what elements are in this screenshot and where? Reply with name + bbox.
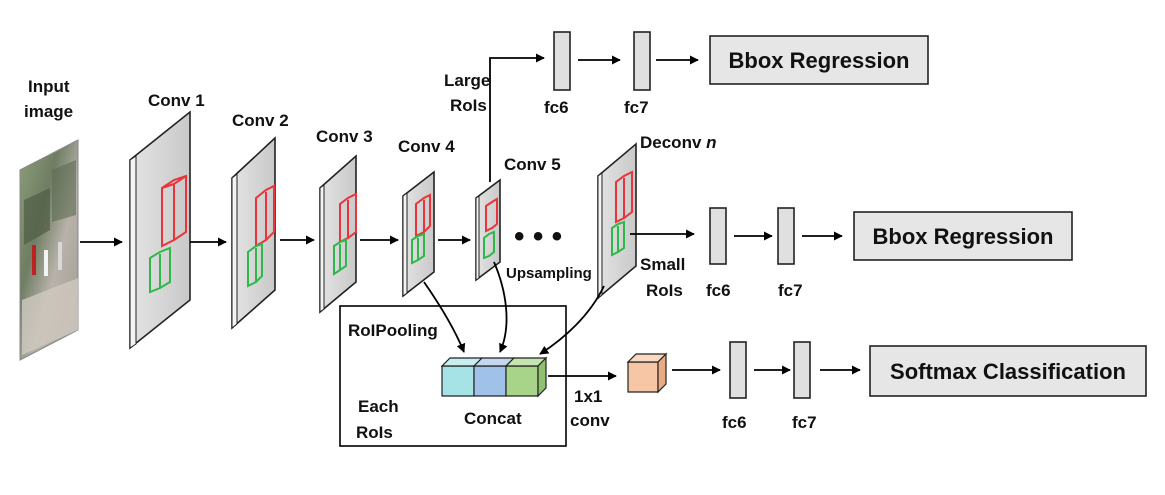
roipooling-label: RoIPooling [348, 321, 438, 340]
conv1-layer [129, 110, 191, 350]
input-image [19, 139, 79, 361]
fc7-top-label: fc7 [624, 98, 649, 117]
fc6-mid-layer [709, 207, 727, 265]
each-rois-line1: Each [358, 397, 399, 416]
conv2-layer [231, 136, 276, 330]
bbox-regression-mid-label: Bbox Regression [873, 224, 1054, 249]
input-label-line1: Input [28, 77, 70, 96]
bbox-regression-top-box [709, 35, 929, 85]
fc6-bottom-layer [729, 341, 747, 399]
each-rois-line2: RoIs [356, 423, 393, 442]
conv5-label: Conv 5 [504, 155, 561, 174]
conv4-roi-red [415, 193, 431, 238]
conv4-label: Conv 4 [398, 137, 455, 156]
fc7-mid-layer [777, 207, 795, 265]
small-rois-line1: Small [640, 255, 685, 274]
conv1x1-line2: conv [570, 411, 610, 430]
fc7-mid-label: fc7 [778, 281, 803, 300]
large-rois-line1: Large [444, 71, 490, 90]
softmax-classification-box [869, 345, 1147, 397]
small-rois-line2: RoIs [646, 281, 683, 300]
arrow-conv4-concat [423, 281, 466, 353]
fc6-bottom-label: fc6 [722, 413, 747, 432]
conv5-roi-red [485, 197, 498, 233]
fc7-top-layer [633, 31, 651, 91]
upsampling-label: Upsampling [506, 265, 592, 282]
fc6-mid-label: fc6 [706, 281, 731, 300]
deconv-roi-green [611, 220, 625, 257]
conv4-layer [402, 170, 435, 298]
softmax-classification-label: Softmax Classification [890, 359, 1126, 384]
fc7-bottom-layer [793, 341, 811, 399]
concat-label: Concat [464, 409, 522, 428]
bbox-regression-mid-box [853, 211, 1073, 261]
conv5-roi-green [483, 230, 495, 260]
concat-cubes [440, 356, 548, 398]
bbox-regression-top-label: Bbox Regression [729, 48, 910, 73]
fc7-bottom-label: fc7 [792, 413, 817, 432]
large-rois-line2: RoIs [450, 96, 487, 115]
input-label-line2: image [24, 102, 73, 121]
fc6-top-layer [553, 31, 571, 91]
conv1-roi-red [161, 174, 187, 248]
conv3-label: Conv 3 [316, 127, 373, 146]
conv1-label: Conv 1 [148, 91, 205, 110]
conv1x1-cube [626, 352, 668, 394]
conv2-roi-green [247, 242, 263, 288]
deconv-roi-red [615, 170, 633, 224]
ellipsis-dots: • • • [514, 220, 562, 253]
conv1x1-line1: 1x1 [574, 387, 602, 406]
arrow-large-rois [489, 53, 545, 182]
conv2-label: Conv 2 [232, 111, 289, 130]
arrow-deconv-concat [539, 285, 605, 355]
fc6-top-label: fc6 [544, 98, 569, 117]
conv3-roi-green [333, 238, 347, 276]
conv3-layer [319, 154, 357, 314]
deconv-label: Deconv n [640, 133, 717, 152]
conv4-roi-green [411, 232, 425, 265]
conv1-roi-green [149, 246, 171, 294]
arrow-conv5-concat [493, 261, 508, 353]
conv5-layer [475, 178, 501, 282]
deconv-layer [597, 142, 637, 300]
